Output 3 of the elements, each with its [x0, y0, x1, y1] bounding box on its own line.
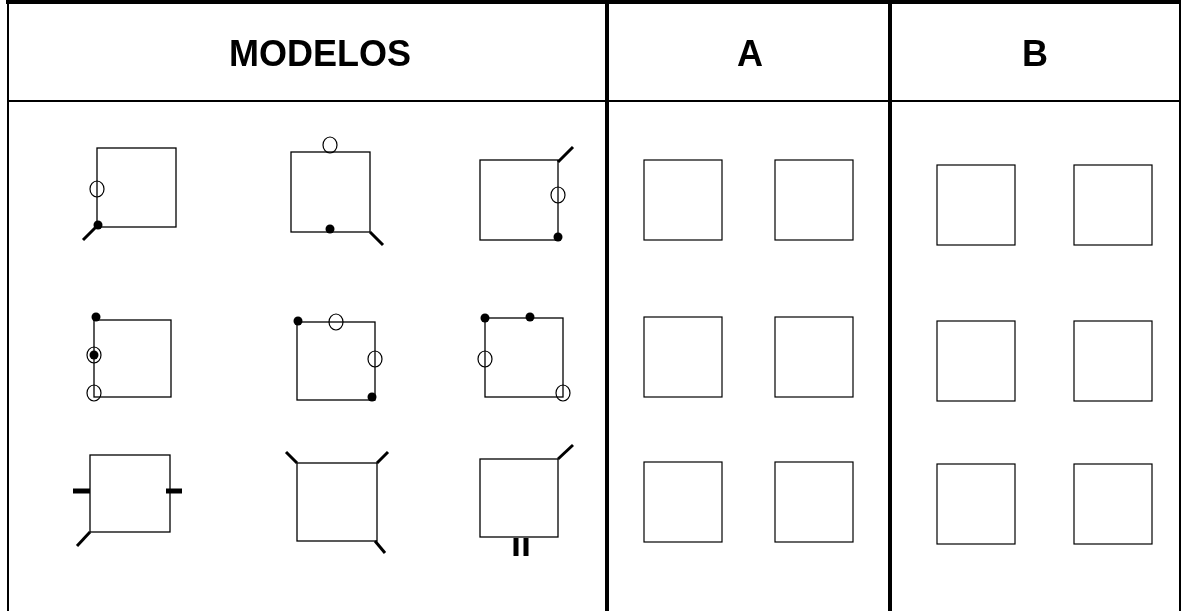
column-heading: MODELOS	[229, 34, 411, 74]
column-heading: A	[737, 34, 763, 74]
column-heading: B	[1022, 34, 1048, 74]
